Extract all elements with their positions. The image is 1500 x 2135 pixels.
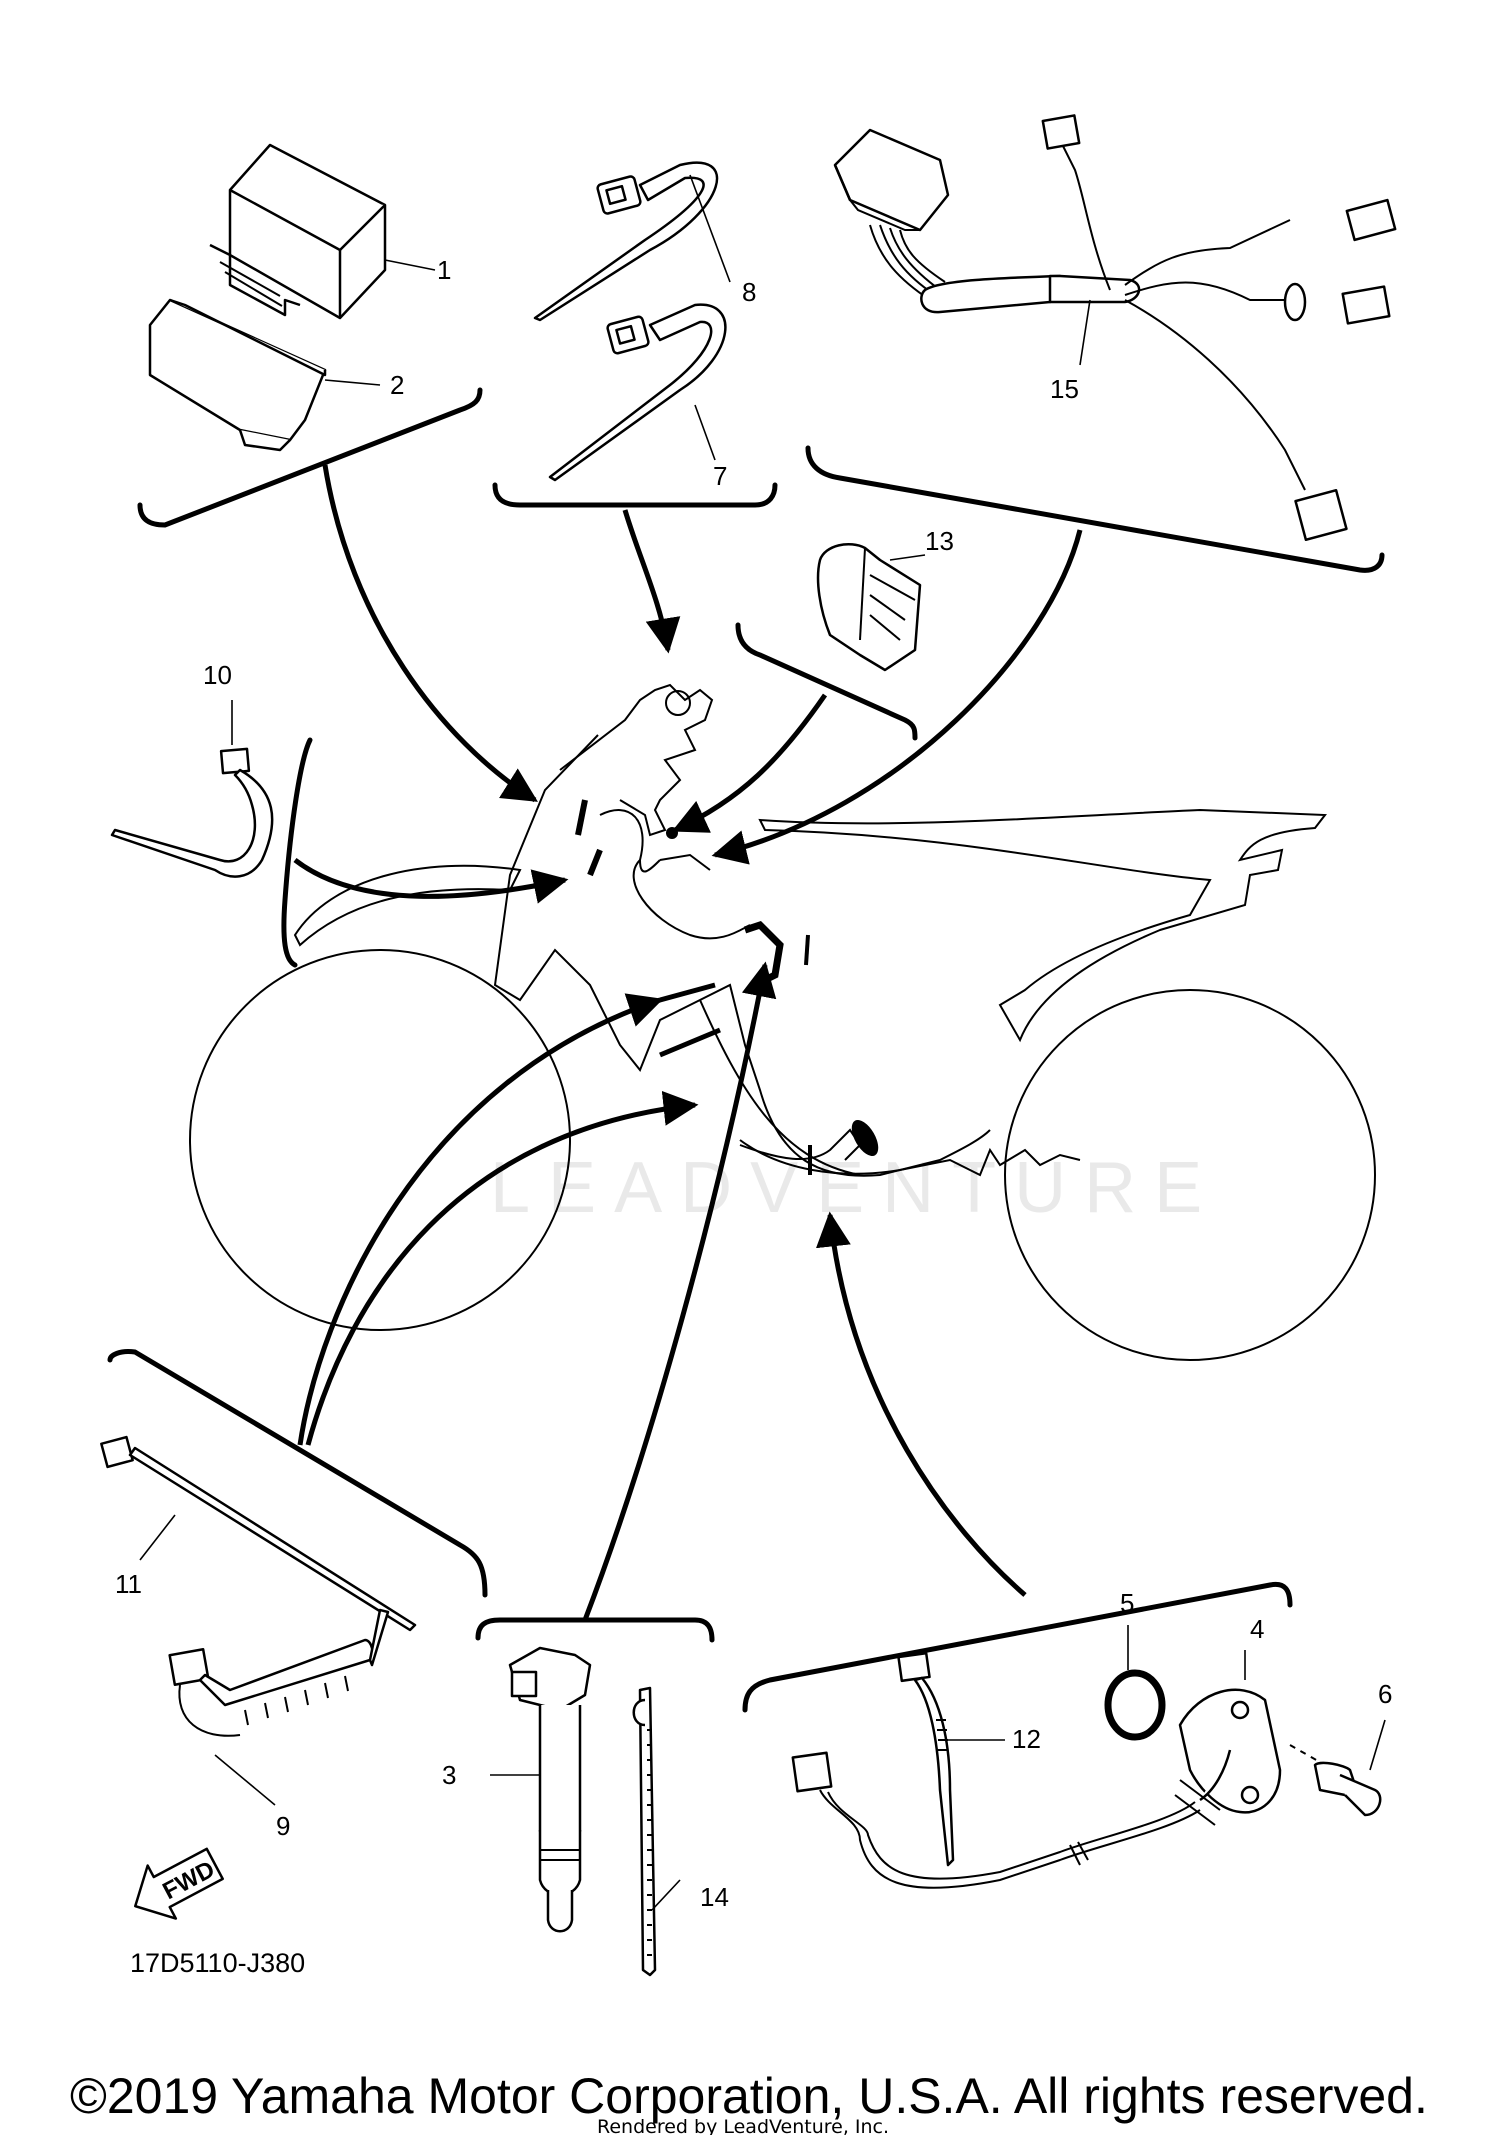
bracket-1-2 (137, 387, 483, 528)
group-brackets (107, 387, 1385, 1713)
label-13: 13 (925, 526, 954, 556)
label-9: 9 (276, 1811, 290, 1841)
watermark: LEADVENTURE (490, 1148, 1220, 1228)
bracket-9-11 (107, 1349, 488, 1598)
engine-skid (739, 1139, 1081, 1177)
bracket-4-5-6-12 (742, 1581, 1293, 1713)
frame-front (493, 734, 991, 1177)
part-5-o-ring[interactable] (1104, 1669, 1166, 1741)
part-4-sensor-assy[interactable] (791, 1688, 1282, 1889)
front-wheel (189, 949, 571, 1331)
front-fender (293, 864, 522, 947)
label-2: 2 (390, 370, 404, 400)
part-10-cable-tie[interactable] (110, 747, 274, 878)
label-4: 4 (1250, 1614, 1264, 1644)
label-8: 8 (742, 277, 756, 307)
bracket-7-8 (492, 482, 778, 508)
label-5: 5 (1120, 1588, 1134, 1618)
part-6-bolt[interactable] (1289, 1744, 1382, 1817)
part-8-cable-tie[interactable] (533, 161, 719, 322)
part-1-cdi-unit[interactable] (209, 143, 387, 320)
label-6: 6 (1378, 1679, 1392, 1709)
part-3-ignition-coil[interactable] (508, 1646, 592, 1933)
bracket-15 (805, 445, 1385, 573)
leader-lines (139, 174, 1386, 1911)
label-12: 12 (1012, 1724, 1041, 1754)
part-15-wire-harness[interactable] (833, 114, 1397, 542)
motorcycle-outline (189, 683, 1376, 1361)
handlebar-mount (559, 683, 714, 837)
label-15: 15 (1050, 374, 1079, 404)
bracket-13 (735, 622, 918, 741)
rear-fender-tail (758, 808, 1327, 1043)
label-14: 14 (700, 1882, 729, 1912)
part-7-cable-tie[interactable] (548, 303, 727, 482)
part-11-cable-tie[interactable] (100, 1435, 417, 1632)
part-2-cdi-cover[interactable] (148, 298, 327, 452)
pointer-arrows (293, 464, 1083, 1621)
label-11: 11 (115, 1569, 142, 1599)
rendered-by-text: Rendered by LeadVenture, Inc. (597, 2116, 889, 2135)
fwd-arrow-icon: FWD (134, 1847, 224, 1920)
part-12-cable-tie[interactable] (897, 1651, 955, 1867)
label-10: 10 (203, 660, 232, 690)
diagram-code: 17D5110-J380 (130, 1948, 305, 1978)
part-9-cable-tie[interactable] (168, 1608, 390, 1737)
part-13-clamp[interactable] (816, 543, 922, 672)
label-7: 7 (713, 461, 727, 491)
part-labels: 1 2 8 7 15 13 10 11 9 3 14 12 5 4 6 (115, 255, 1392, 1912)
label-3: 3 (442, 1760, 456, 1790)
bracket-3-14 (475, 1617, 715, 1643)
copyright-text: ©2019 Yamaha Motor Corporation, U.S.A. A… (70, 2068, 1428, 2124)
rear-wheel (1004, 989, 1376, 1361)
part-14-band[interactable] (632, 1686, 657, 1977)
gauge-circle (665, 690, 691, 716)
label-1: 1 (437, 255, 451, 285)
bracket-10 (281, 737, 313, 968)
